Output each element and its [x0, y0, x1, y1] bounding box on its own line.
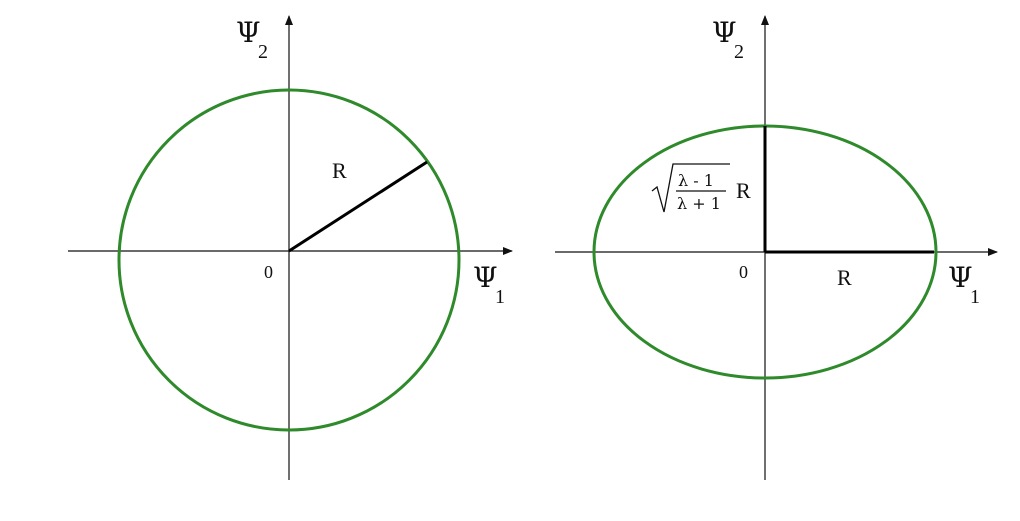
- right-y-axis-label: Ψ 2: [712, 16, 744, 63]
- left-radius-line: [288, 160, 428, 253]
- left-y-axis-symbol: Ψ: [236, 16, 261, 49]
- left-radius-label: R: [332, 158, 347, 183]
- left-x-axis-subscript: 1: [495, 286, 505, 308]
- left-y-axis-subscript: 2: [258, 41, 268, 63]
- right-y-axis-subscript: 2: [734, 41, 744, 63]
- fraction-denominator: λ + 1: [677, 194, 721, 213]
- left-origin-label: 0: [264, 262, 273, 282]
- right-x-axis-symbol: Ψ: [948, 261, 973, 294]
- left-x-axis-symbol: Ψ: [473, 261, 498, 294]
- left-circle: [117, 88, 461, 432]
- left-y-axis-label: Ψ 2: [236, 16, 268, 63]
- right-x-axis-label: Ψ 1: [948, 261, 980, 308]
- right-x-axis-subscript: 1: [970, 286, 980, 308]
- right-panel: R 0 λ - 1 λ + 1 R Ψ 2 Ψ 1: [555, 15, 998, 480]
- fraction-suffix: R: [736, 178, 751, 203]
- right-horizontal-semi-axis-label: R: [837, 265, 852, 290]
- right-y-axis-symbol: Ψ: [712, 16, 737, 49]
- left-panel: R 0 Ψ 2 Ψ 1: [68, 15, 513, 480]
- right-origin-label: 0: [739, 262, 748, 282]
- sqrt-radical-sign: [651, 163, 730, 213]
- right-vertical-semi-axis-label: λ - 1 λ + 1 R: [651, 163, 751, 213]
- fraction-numerator: λ - 1: [678, 171, 714, 190]
- left-x-axis-label: Ψ 1: [473, 261, 505, 308]
